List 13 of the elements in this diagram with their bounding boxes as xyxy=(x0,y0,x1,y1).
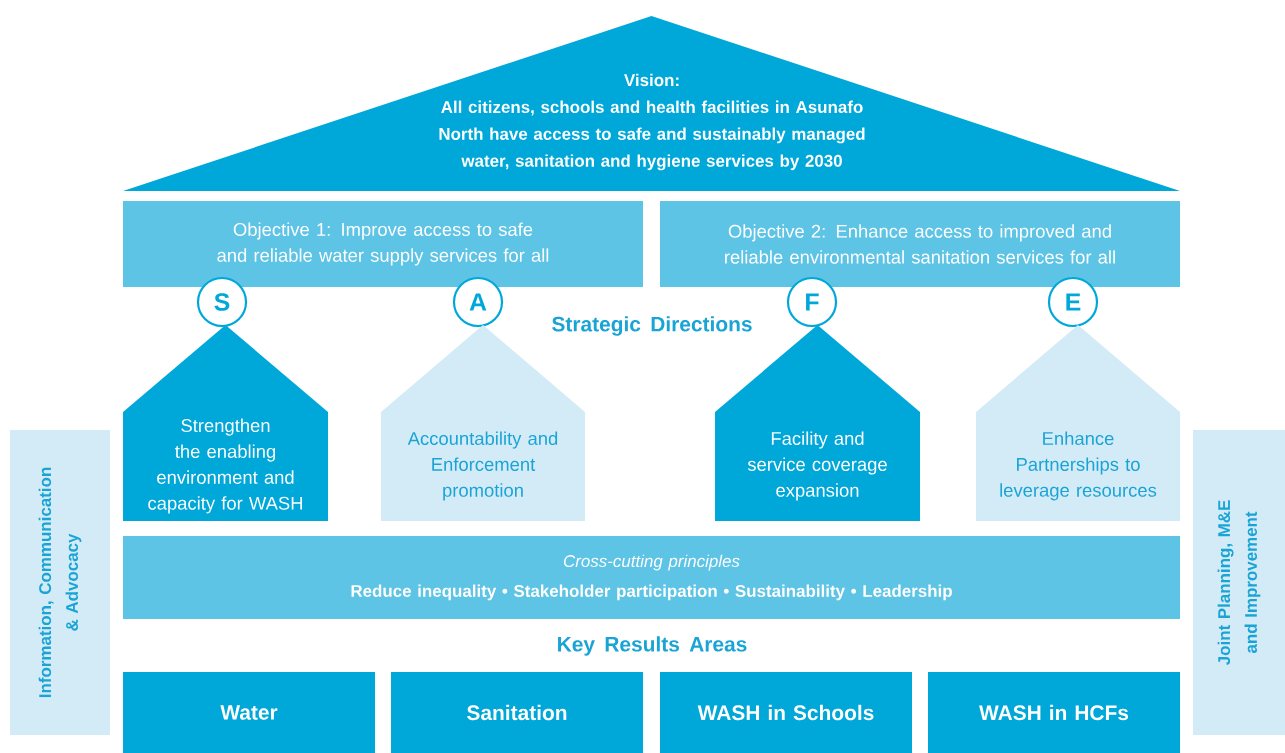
result-area-box: WASH in HCFs xyxy=(928,672,1180,753)
pillar-box: Joint Planning, M&E and Improvement xyxy=(1193,430,1285,735)
direction-pentagon: Strengthen the enabling environment and capacity for WASH xyxy=(123,325,328,521)
section-heading: Key Results Areas xyxy=(558,636,747,656)
objective-box: Objective 2: Enhance access to improved and reliable environmental sanitation services for all xyxy=(660,201,1180,287)
principles-band: Cross-cutting principles Reduce inequality • Stakeholder participation • Sustainability • Leadership xyxy=(123,536,1180,619)
result-area-box: Water xyxy=(123,672,375,753)
pillar-box: Information, Communication & Advocacy xyxy=(10,430,110,735)
result-area-box: WASH in Schools xyxy=(660,672,912,753)
direction-pentagon: Enhance Partnerships to leverage resources xyxy=(976,325,1180,521)
result-area-box: Sanitation xyxy=(391,672,643,753)
objective-box: Objective 1: Improve access to safe and reliable water supply services for all xyxy=(123,201,643,287)
roof-triangle: Vision: All citizens, schools and health facilities in Asunafo North have access to safe and sustainably managed water, sanitation and hygiene services by 2030 xyxy=(123,16,1180,191)
